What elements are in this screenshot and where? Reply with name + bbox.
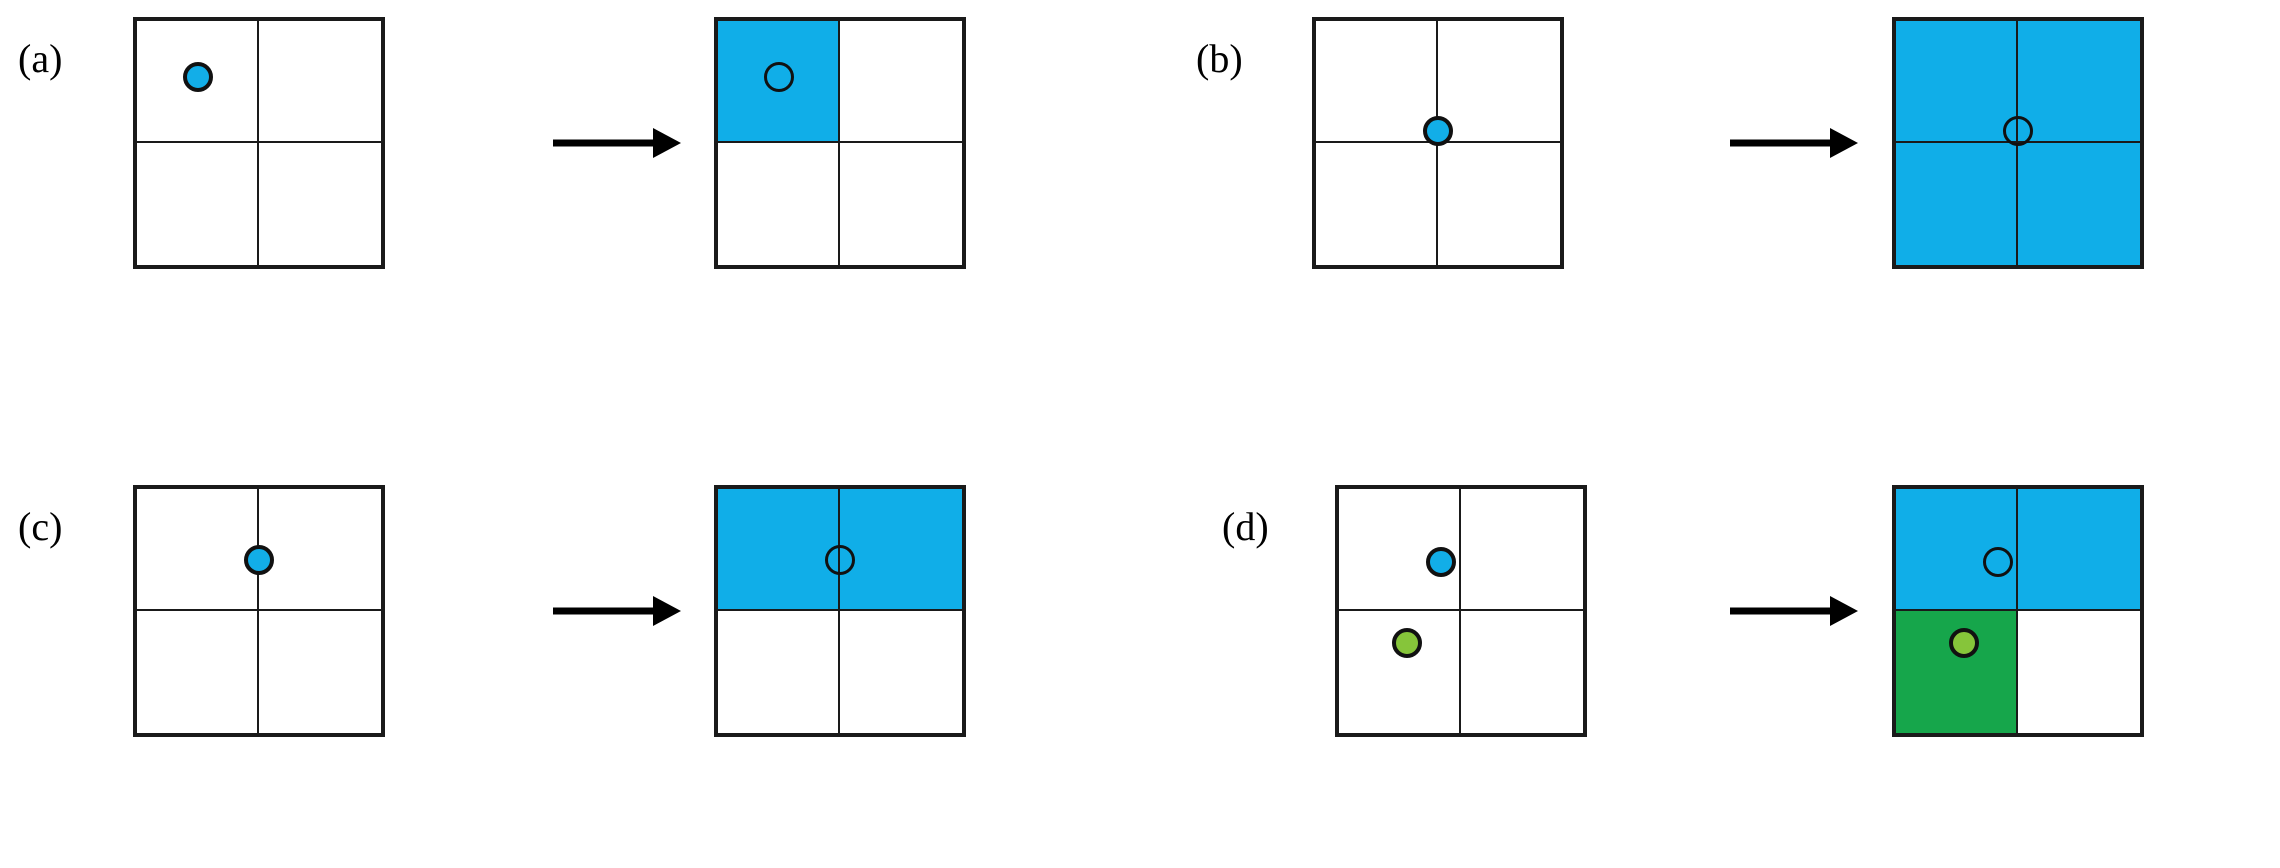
grid-input-a [133,17,385,269]
grid-cells [718,489,962,733]
arrow-shaft [553,607,657,615]
blue-dot-outline[interactable] [764,62,794,93]
panel-label-d: (d) [1222,504,1269,549]
grid-input-b [1312,17,1564,269]
grid-cell-top-right[interactable] [2018,21,2140,143]
panel-label-c: (c) [18,504,63,549]
arrow-shaft [1730,139,1834,147]
grid-cell-top-left[interactable] [137,489,259,611]
green-dot[interactable] [1392,627,1423,658]
grid-cell-bottom-left[interactable] [137,611,259,733]
grid-cell-top-right[interactable] [1438,21,1560,143]
grid-cells [1316,21,1560,265]
panel-label-a: (a) [18,36,63,81]
grid-cells [1896,21,2140,265]
grid-cells [1896,489,2140,733]
grid-cell-bottom-right[interactable] [259,611,381,733]
grid-cells [1339,489,1583,733]
arrow-shaft [553,139,657,147]
arrow-head-icon [653,128,681,158]
grid-cell-top-right[interactable] [2018,489,2140,611]
blue-dot[interactable] [1423,115,1453,146]
grid-input-c [133,485,385,737]
grid-output-a [714,17,966,269]
grid-cell-top-right[interactable] [259,489,381,611]
grid-cell-bottom-left[interactable] [1896,143,2018,265]
grid-cell-top-left[interactable] [1896,21,2018,143]
transform-arrow-c [553,596,681,626]
grid-cells [137,21,381,265]
transform-arrow-b [1730,128,1858,158]
grid-cell-top-right[interactable] [840,21,962,143]
grid-cell-bottom-right[interactable] [840,611,962,733]
arrow-head-icon [1830,128,1858,158]
grid-output-d [1892,485,2144,737]
grid-cell-bottom-right[interactable] [259,143,381,265]
blue-dot-outline[interactable] [2003,115,2033,146]
grid-cell-top-left[interactable] [718,489,840,611]
grid-cell-top-right[interactable] [840,489,962,611]
grid-cell-bottom-right[interactable] [1438,143,1560,265]
blue-dot-outline[interactable] [1983,547,2014,578]
grid-cell-bottom-left[interactable] [718,611,840,733]
green-dot[interactable] [1949,627,1980,658]
grid-cell-bottom-right[interactable] [840,143,962,265]
grid-cell-top-right[interactable] [1461,489,1583,611]
grid-cell-bottom-left[interactable] [718,143,840,265]
grid-cell-bottom-right[interactable] [1461,611,1583,733]
blue-dot[interactable] [1426,547,1457,578]
blue-dot[interactable] [183,62,213,93]
transform-arrow-a [553,128,681,158]
grid-cell-bottom-left[interactable] [137,143,259,265]
transform-arrow-d [1730,596,1858,626]
arrow-head-icon [1830,596,1858,626]
grid-cell-bottom-right[interactable] [2018,611,2140,733]
arrow-head-icon [653,596,681,626]
grid-output-b [1892,17,2144,269]
blue-dot[interactable] [244,544,274,575]
grid-cell-top-left[interactable] [1316,21,1438,143]
blue-dot-outline[interactable] [825,544,855,575]
grid-cell-bottom-left[interactable] [1316,143,1438,265]
panel-label-b: (b) [1196,36,1243,81]
grid-output-c [714,485,966,737]
arrow-shaft [1730,607,1834,615]
grid-cell-top-right[interactable] [259,21,381,143]
grid-cells [137,489,381,733]
grid-cell-bottom-right[interactable] [2018,143,2140,265]
grid-cells [718,21,962,265]
grid-input-d [1335,485,1587,737]
